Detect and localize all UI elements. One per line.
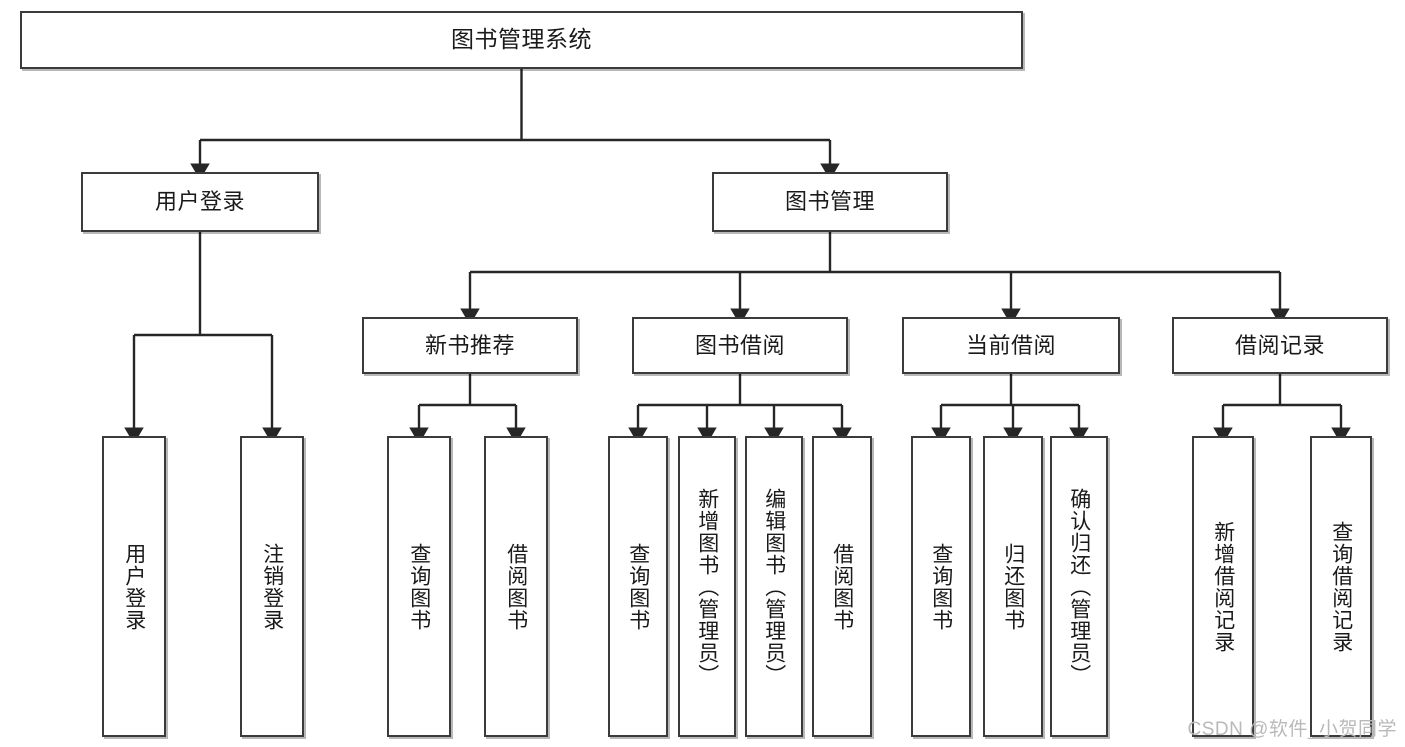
node-leaf-borrow-book-2[interactable]: 借阅图书	[812, 436, 872, 737]
node-label: 新增图书（管理员）	[695, 487, 719, 686]
node-user-login[interactable]: 用户登录	[81, 172, 319, 232]
node-label: 借阅图书	[504, 542, 528, 631]
node-label: 用户登录	[122, 542, 146, 631]
node-current-borrow[interactable]: 当前借阅	[902, 317, 1120, 374]
node-leaf-query-book-3[interactable]: 查询图书	[911, 436, 971, 737]
node-leaf-query-book-1[interactable]: 查询图书	[387, 436, 451, 737]
node-leaf-add-book[interactable]: 新增图书（管理员）	[678, 436, 736, 737]
node-label: 图书借阅	[694, 332, 785, 358]
node-book-borrow[interactable]: 图书借阅	[632, 317, 848, 374]
node-label: 图书管理	[784, 189, 875, 215]
node-label: 确认归还（管理员）	[1067, 487, 1091, 686]
node-leaf-query-book-2[interactable]: 查询图书	[608, 436, 668, 737]
node-label: 用户登录	[154, 189, 245, 215]
node-label: 借阅记录	[1234, 332, 1325, 358]
node-label: 编辑图书（管理员）	[762, 487, 786, 686]
node-borrow-record[interactable]: 借阅记录	[1172, 317, 1388, 374]
node-leaf-user-login[interactable]: 用户登录	[102, 436, 166, 737]
node-leaf-return-book[interactable]: 归还图书	[983, 436, 1043, 737]
node-label: 注销登录	[260, 542, 284, 631]
node-new-book-recommend[interactable]: 新书推荐	[362, 317, 578, 374]
node-book-manage[interactable]: 图书管理	[712, 172, 948, 232]
node-leaf-add-borrow-record[interactable]: 新增借阅记录	[1192, 436, 1254, 737]
node-label: 查询图书	[407, 542, 431, 631]
node-label: 查询图书	[626, 542, 650, 631]
watermark-label: CSDN @软件_小贺同学	[1187, 719, 1397, 740]
node-label: 查询借阅记录	[1329, 520, 1353, 653]
node-root[interactable]: 图书管理系统	[20, 11, 1023, 69]
node-leaf-confirm-return[interactable]: 确认归还（管理员）	[1050, 436, 1108, 737]
node-leaf-logout[interactable]: 注销登录	[240, 436, 304, 737]
node-label: 新增借阅记录	[1211, 520, 1235, 653]
node-leaf-query-borrow-record[interactable]: 查询借阅记录	[1310, 436, 1372, 737]
node-label: 归还图书	[1001, 542, 1025, 631]
node-leaf-edit-book[interactable]: 编辑图书（管理员）	[745, 436, 803, 737]
connector-lines	[124, 69, 1351, 445]
node-leaf-borrow-book-1[interactable]: 借阅图书	[484, 436, 548, 737]
node-label: 当前借阅	[965, 332, 1056, 358]
node-label: 图书管理系统	[451, 26, 592, 53]
node-label: 查询图书	[929, 542, 953, 631]
node-label: 新书推荐	[424, 332, 515, 358]
node-label: 借阅图书	[830, 542, 854, 631]
